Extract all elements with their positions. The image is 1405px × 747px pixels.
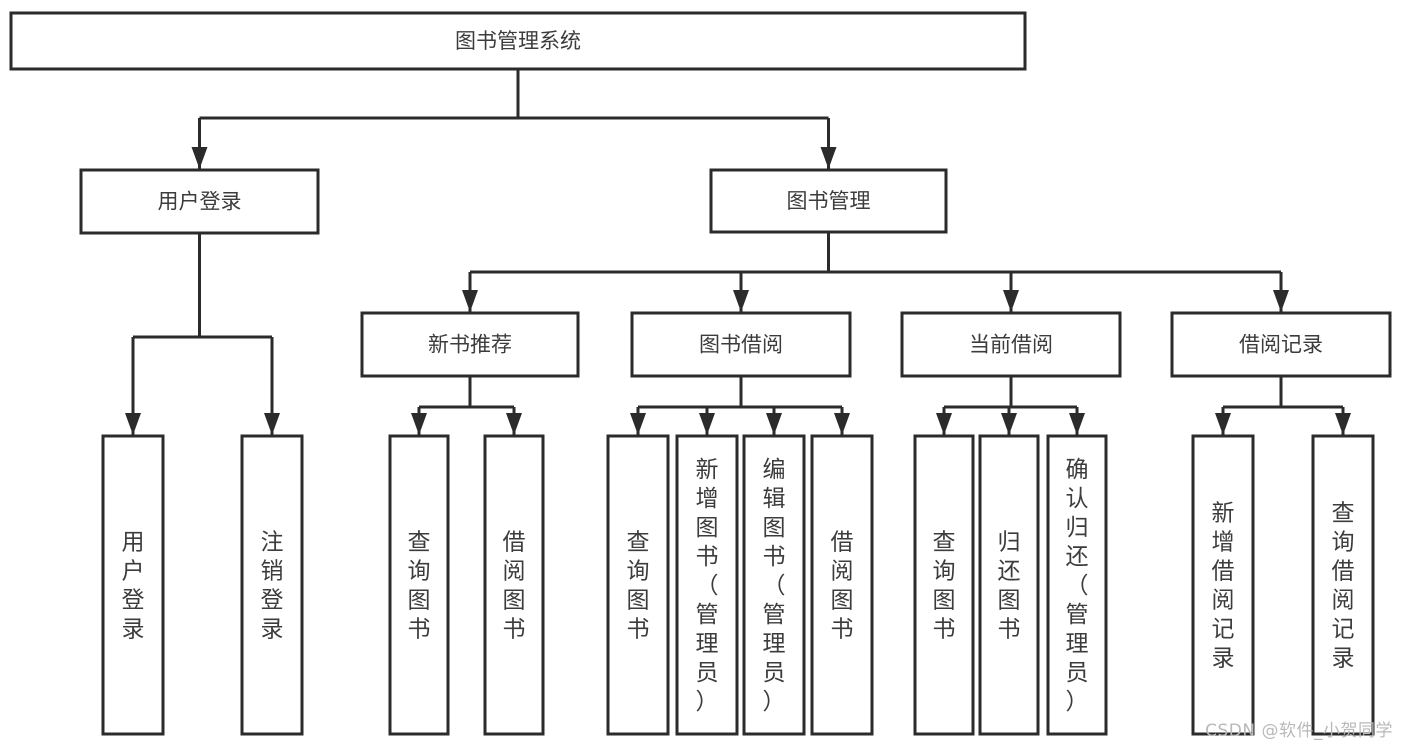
node-book-manage-rect [709,168,948,234]
arrow-head-icon [411,413,427,435]
node-leaf-user-logout[interactable]: 注销登录 [240,434,304,736]
arrow-head-icon [630,413,646,435]
node-leaf-edit-book-label: 编辑图书（管理员） [763,457,786,715]
node-leaf-query-book-3[interactable]: 查询图书 [913,434,975,736]
arrow-head-icon [1273,290,1289,312]
node-user-login-label: 用户登录 [158,190,242,214]
connector-layer [125,69,1351,435]
node-leaf-confirm-return-label: 确认归还（管理员） [1066,457,1089,715]
node-current-borrow-rect [900,311,1122,378]
arrow-head-icon [1001,413,1017,435]
node-leaf-borrow-book-1-rect [483,434,545,736]
arrow-head-icon [834,413,850,435]
node-borrow-record-label: 借阅记录 [1239,333,1323,357]
arrow-head-icon [1003,290,1019,312]
node-leaf-add-book[interactable]: 新增图书（管理员） [675,434,739,736]
arrow-head-icon [766,413,782,435]
node-leaf-add-record[interactable]: 新增借阅记录 [1191,434,1255,736]
watermark-label: CSDN @软件_小贺同学 [1205,721,1393,741]
node-leaf-query-record[interactable]: 查询借阅记录 [1311,434,1375,736]
node-leaf-edit-book-rect [742,434,806,736]
arrow-head-icon [1335,413,1351,435]
node-leaf-add-book-rect [675,434,739,736]
node-leaf-borrow-book-2[interactable]: 借阅图书 [810,434,874,736]
node-leaf-query-book-1[interactable]: 查询图书 [388,434,450,736]
node-borrow-record-rect [1170,311,1392,378]
node-leaf-borrow-book-1-label: 借阅图书 [503,530,526,643]
node-current-borrow[interactable]: 当前借阅 [900,311,1122,378]
node-new-book-rec[interactable]: 新书推荐 [360,311,580,378]
arrow-head-icon [506,413,522,435]
node-new-book-rec-label: 新书推荐 [428,333,512,357]
arrow-head-icon [820,147,837,169]
node-leaf-return-book-rect [978,434,1040,736]
node-leaf-query-book-2[interactable]: 查询图书 [606,434,670,736]
node-leaf-user-logout-label: 注销登录 [261,530,284,643]
node-leaf-user-login[interactable]: 用户登录 [101,434,165,736]
arrow-head-icon [125,413,141,435]
node-root-rect [9,11,1027,71]
node-leaf-query-book-3-label: 查询图书 [933,530,956,643]
node-new-book-rec-rect [360,311,580,378]
node-leaf-query-book-1-label: 查询图书 [408,530,431,643]
node-leaf-borrow-book-2-label: 借阅图书 [831,530,854,643]
node-book-manage-label: 图书管理 [787,189,871,213]
node-root-label: 图书管理系统 [455,29,581,53]
arrow-head-icon [264,413,280,435]
node-book-borrow-label: 图书借阅 [699,333,783,357]
node-leaf-confirm-return-rect [1046,434,1108,736]
node-book-borrow[interactable]: 图书借阅 [630,311,852,378]
node-leaf-query-record-label: 查询借阅记录 [1332,501,1355,672]
node-leaf-user-login-label: 用户登录 [122,530,145,643]
arrow-head-icon [462,290,478,312]
node-leaf-query-book-2-rect [606,434,670,736]
arrow-head-icon [699,413,715,435]
node-leaf-add-record-rect [1191,434,1255,736]
node-leaf-user-logout-rect [240,434,304,736]
arrow-head-icon [1069,413,1085,435]
node-user-login-rect [79,168,320,235]
node-leaf-borrow-book-1[interactable]: 借阅图书 [483,434,545,736]
node-current-borrow-label: 当前借阅 [969,333,1053,357]
node-leaf-query-book-1-rect [388,434,450,736]
arrow-head-icon [1215,413,1231,435]
node-leaf-query-record-rect [1311,434,1375,736]
node-leaf-add-book-label: 新增图书（管理员） [696,457,719,715]
node-leaf-query-book-2-label: 查询图书 [627,530,650,643]
node-book-manage[interactable]: 图书管理 [709,168,948,234]
arrow-head-icon [936,413,952,435]
node-leaf-borrow-book-2-rect [810,434,874,736]
node-leaf-user-login-rect [101,434,165,736]
node-leaf-add-record-label: 新增借阅记录 [1212,501,1235,672]
node-leaf-return-book[interactable]: 归还图书 [978,434,1040,736]
node-borrow-record[interactable]: 借阅记录 [1170,311,1392,378]
node-leaf-return-book-label: 归还图书 [998,530,1021,643]
node-layer: 图书管理系统用户登录图书管理新书推荐图书借阅当前借阅借阅记录用户登录注销登录查询… [9,11,1392,736]
node-leaf-query-book-3-rect [913,434,975,736]
node-user-login[interactable]: 用户登录 [79,168,320,235]
arrow-head-icon [191,147,208,169]
node-leaf-confirm-return[interactable]: 确认归还（管理员） [1046,434,1108,736]
node-root[interactable]: 图书管理系统 [9,11,1027,71]
node-book-borrow-rect [630,311,852,378]
arrow-head-icon [733,290,749,312]
node-leaf-edit-book[interactable]: 编辑图书（管理员） [742,434,806,736]
